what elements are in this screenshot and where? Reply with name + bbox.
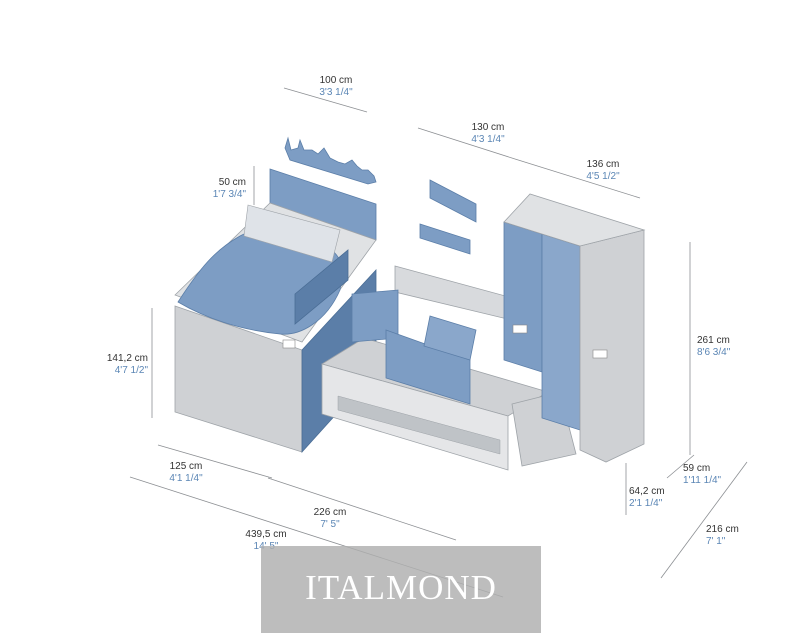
dimline-bed-length <box>267 477 457 541</box>
dim-wardrobe-depth: 59 cm 1'11 1/4" <box>683 463 722 486</box>
drawer-line <box>337 395 501 455</box>
desk-unit <box>321 265 577 471</box>
watermark-panel: ITALMOND <box>261 546 541 633</box>
bed-unit <box>174 168 377 454</box>
dimline-desk-width <box>417 127 516 160</box>
dim-step-height: 64,2 cm 2'1 1/4" <box>629 486 665 509</box>
dim-total-depth: 216 cm 7' 1" <box>706 524 739 547</box>
dim-desk-width: 130 cm 4'3 1/4" <box>471 122 505 145</box>
dimline-wardrobe-depth <box>666 454 695 479</box>
chair-seat <box>423 315 477 361</box>
upper-desk <box>394 265 521 323</box>
bed-guard <box>294 249 349 325</box>
dimline-total-depth <box>660 461 748 579</box>
watermark-text: ITALMOND <box>305 568 497 607</box>
dim-bed-length: 226 cm 7' 5" <box>313 507 347 530</box>
dim-shelf-width: 100 cm 3'3 1/4" <box>319 75 353 98</box>
dim-wardrobe-width: 136 cm 4'5 1/2" <box>586 159 620 182</box>
dimline-bed-depth <box>157 444 273 479</box>
dim-shelf-height: 50 cm 1'7 3/4" <box>212 177 246 200</box>
wall-shelf <box>284 136 377 185</box>
wall-cubes <box>419 179 477 255</box>
dimline-shelf-width <box>283 87 368 113</box>
dim-wardrobe-height: 261 cm 8'6 3/4" <box>697 335 731 358</box>
pillow <box>243 204 341 263</box>
dim-bed-height: 141,2 cm 4'7 1/2" <box>106 353 148 376</box>
dimline-wardrobe-width <box>514 158 641 199</box>
dim-bed-depth: 125 cm 4'1 1/4" <box>169 461 203 484</box>
bed-handle <box>282 339 296 349</box>
wardrobe <box>503 193 646 463</box>
